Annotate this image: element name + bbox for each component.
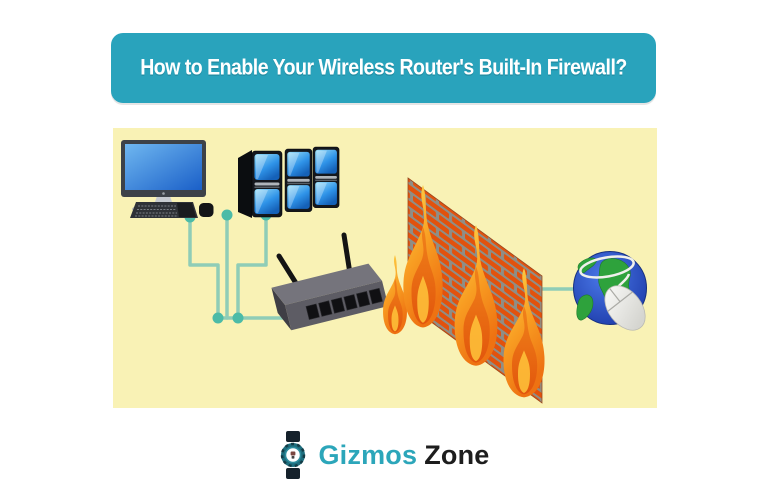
computer-keyboard: [130, 202, 198, 218]
server-tower: [251, 150, 283, 218]
page-title: How to Enable Your Wireless Router's Bui…: [140, 55, 627, 80]
network-cables: [188, 213, 578, 320]
title-banner: How to Enable Your Wireless Router's Bui…: [111, 33, 656, 103]
internet-globe: [573, 251, 647, 331]
computer-mouse: [199, 203, 214, 217]
server-side-panel: [238, 150, 252, 218]
server-stack: [238, 146, 340, 218]
flame: [383, 255, 407, 335]
globe-computer-mouse: [604, 285, 646, 331]
network-diagram-canvas: [113, 128, 657, 408]
brand-name-zone: Zone: [424, 439, 490, 470]
wireless-router: [271, 263, 389, 331]
server-tower: [312, 146, 340, 209]
network-diagram: [121, 140, 647, 404]
brand-name-gizmos: Gizmos: [318, 439, 418, 470]
server-tower: [284, 148, 313, 213]
router-ports: [305, 287, 383, 320]
desktop-computer: [121, 140, 214, 218]
computer-monitor: [121, 140, 206, 197]
smartwatch-icon: [281, 431, 306, 479]
